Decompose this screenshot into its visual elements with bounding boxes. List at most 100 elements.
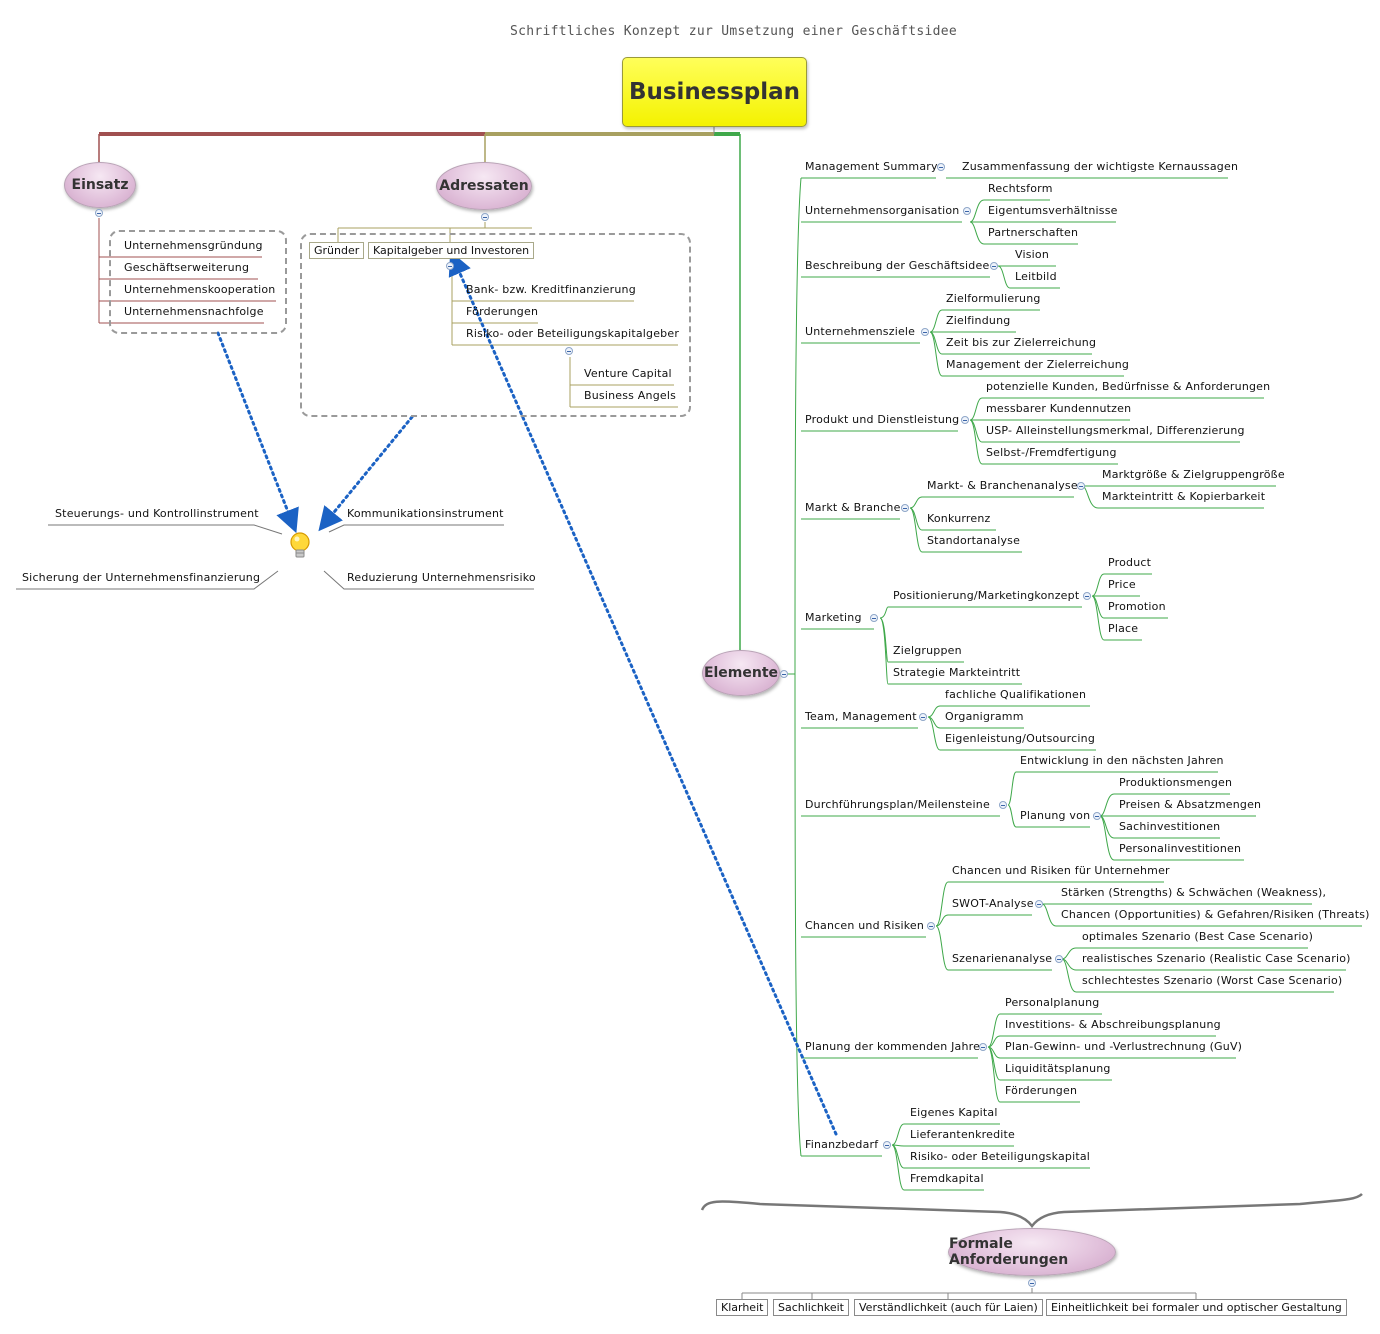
element-sub[interactable]: Risiko- oder Beteiligungskapital	[910, 1150, 1091, 1163]
collapse-icon[interactable]	[927, 922, 935, 930]
element-sub[interactable]: Eigentumsverhältnisse	[988, 204, 1118, 217]
collapse-icon[interactable]	[979, 1043, 987, 1051]
collapse-icon[interactable]	[95, 209, 103, 217]
element-sub[interactable]: Preisen & Absatzmengen	[1119, 798, 1262, 811]
collapse-icon[interactable]	[901, 504, 909, 512]
element-sub[interactable]: Personalplanung	[1005, 996, 1100, 1009]
element-sub[interactable]: fachliche Qualifikationen	[945, 688, 1087, 701]
element-sub[interactable]: Entwicklung in den nächsten Jahren	[1020, 754, 1224, 767]
collapse-icon[interactable]	[1035, 900, 1043, 908]
element-sub[interactable]: Promotion	[1108, 600, 1166, 613]
element-sub[interactable]: Liquiditätsplanung	[1005, 1062, 1111, 1075]
element-sub[interactable]: Selbst-/Fremdfertigung	[986, 446, 1117, 459]
adressaten-item[interactable]: Förderungen	[466, 305, 539, 318]
element-sub[interactable]: Leitbild	[1015, 270, 1057, 283]
element-sub[interactable]: Product	[1108, 556, 1152, 569]
element-sub[interactable]: Förderungen	[1005, 1084, 1078, 1097]
element-markt[interactable]: Markt & Branche	[805, 501, 901, 514]
element-sub[interactable]: Standortanalyse	[927, 534, 1021, 547]
collapse-icon[interactable]	[1093, 812, 1101, 820]
collapse-icon[interactable]	[870, 614, 878, 622]
element-sub[interactable]: Zielgruppen	[893, 644, 962, 657]
element-sub[interactable]: Chancen und Risiken für Unternehmer	[952, 864, 1170, 877]
element-produkt[interactable]: Produkt und Dienstleistung	[805, 413, 960, 426]
element-management-summary[interactable]: Management Summary	[805, 160, 938, 173]
element-sub[interactable]: Eigenes Kapital	[910, 1106, 998, 1119]
element-sub[interactable]: Organigramm	[945, 710, 1024, 723]
node-formale-anforderungen[interactable]: Formale Anforderungen	[948, 1228, 1116, 1276]
element-sub[interactable]: Markteintritt & Kopierbarkeit	[1102, 490, 1266, 503]
element-chancen[interactable]: Chancen und Risiken	[805, 919, 925, 932]
element-sub[interactable]: Zielfindung	[946, 314, 1011, 327]
element-sub[interactable]: realistisches Szenario (Realistic Case S…	[1082, 952, 1351, 965]
element-sub[interactable]: Partnerschaften	[988, 226, 1079, 239]
element-sub[interactable]: Personalinvestitionen	[1119, 842, 1242, 855]
element-sub[interactable]: potenzielle Kunden, Bedürfnisse & Anford…	[986, 380, 1271, 393]
element-sub[interactable]: USP- Alleinstellungsmerkmal, Differenzie…	[986, 424, 1245, 437]
formal-item[interactable]: Klarheit	[716, 1299, 769, 1316]
element-marketing[interactable]: Marketing	[805, 611, 862, 624]
element-unternehmensziele[interactable]: Unternehmensziele	[805, 325, 916, 338]
element-sub[interactable]: Zielformulierung	[946, 292, 1041, 305]
element-sub[interactable]: schlechtestes Szenario (Worst Case Scena…	[1082, 974, 1343, 987]
einsatz-item[interactable]: Geschäftserweiterung	[124, 261, 250, 274]
element-sub[interactable]: Investitions- & Abschreibungsplanung	[1005, 1018, 1221, 1031]
element-sub[interactable]: Produktionsmengen	[1119, 776, 1233, 789]
element-sub[interactable]: Zusammenfassung der wichtigste Kernaussa…	[962, 160, 1239, 173]
element-sub[interactable]: Price	[1108, 578, 1136, 591]
adressaten-item[interactable]: Bank- bzw. Kreditfinanzierung	[466, 283, 636, 296]
element-sub[interactable]: Stärken (Strengths) & Schwächen (Weaknes…	[1061, 886, 1327, 899]
collapse-icon[interactable]	[921, 328, 929, 336]
element-sub[interactable]: SWOT-Analyse	[952, 897, 1034, 910]
element-sub[interactable]: Plan-Gewinn- und -Verlustrechnung (GuV)	[1005, 1040, 1243, 1053]
collapse-icon[interactable]	[1083, 592, 1091, 600]
element-sub[interactable]: Vision	[1015, 248, 1050, 261]
element-sub[interactable]: Eigenleistung/Outsourcing	[945, 732, 1095, 745]
element-durchfuehrung[interactable]: Durchführungsplan/Meilensteine	[805, 798, 990, 811]
formal-item[interactable]: Einheitlichkeit bei formaler und optisch…	[1046, 1299, 1347, 1316]
element-team[interactable]: Team, Management	[805, 710, 917, 723]
formal-item[interactable]: Verständlichkeit (auch für Laien)	[854, 1299, 1043, 1316]
element-sub[interactable]: Sachinvestitionen	[1119, 820, 1221, 833]
collapse-icon[interactable]	[883, 1141, 891, 1149]
node-gruender[interactable]: Gründer	[309, 242, 365, 259]
einsatz-item[interactable]: Unternehmensnachfolge	[124, 305, 264, 318]
collapse-icon[interactable]	[937, 163, 945, 171]
element-sub[interactable]: Management der Zielerreichung	[946, 358, 1130, 371]
element-sub[interactable]: Lieferantenkredite	[910, 1128, 1016, 1141]
collapse-icon[interactable]	[961, 416, 969, 424]
node-einsatz[interactable]: Einsatz	[64, 162, 136, 208]
collapse-icon[interactable]	[919, 713, 927, 721]
element-planung[interactable]: Planung der kommenden Jahre	[805, 1040, 981, 1053]
root-node[interactable]: Businessplan	[622, 57, 807, 127]
element-sub[interactable]: Zeit bis zur Zielerreichung	[946, 336, 1097, 349]
collapse-icon[interactable]	[446, 262, 454, 270]
element-sub[interactable]: Markt- & Branchenanalyse	[927, 479, 1078, 492]
collapse-icon[interactable]	[990, 262, 998, 270]
element-geschaeftsidee[interactable]: Beschreibung der Geschäftsidee	[805, 259, 990, 272]
collapse-icon[interactable]	[565, 347, 573, 355]
element-sub[interactable]: Marktgröße & Zielgruppengröße	[1102, 468, 1285, 481]
collapse-icon[interactable]	[1055, 955, 1063, 963]
element-sub[interactable]: Chancen (Opportunities) & Gefahren/Risik…	[1061, 908, 1370, 921]
adressaten-sub[interactable]: Venture Capital	[584, 367, 672, 380]
adressaten-item[interactable]: Risiko- oder Beteiligungskapitalgeber	[466, 327, 680, 340]
node-kapitalgeber[interactable]: Kapitalgeber und Investoren	[368, 242, 535, 259]
element-sub[interactable]: messbarer Kundennutzen	[986, 402, 1132, 415]
element-sub[interactable]: Planung von	[1020, 809, 1091, 822]
collapse-icon[interactable]	[963, 207, 971, 215]
element-sub[interactable]: Szenarienanalyse	[952, 952, 1053, 965]
element-sub[interactable]: Strategie Markteintritt	[893, 666, 1021, 679]
collapse-icon[interactable]	[1077, 482, 1085, 490]
element-sub[interactable]: Rechtsform	[988, 182, 1053, 195]
collapse-icon[interactable]	[999, 801, 1007, 809]
element-unternehmensorganisation[interactable]: Unternehmensorganisation	[805, 204, 960, 217]
element-sub[interactable]: Place	[1108, 622, 1139, 635]
element-sub[interactable]: optimales Szenario (Best Case Scenario)	[1082, 930, 1314, 943]
einsatz-item[interactable]: Unternehmensgründung	[124, 239, 263, 252]
adressaten-sub[interactable]: Business Angels	[584, 389, 677, 402]
collapse-icon[interactable]	[481, 213, 489, 221]
einsatz-item[interactable]: Unternehmenskooperation	[124, 283, 276, 296]
element-sub[interactable]: Fremdkapital	[910, 1172, 984, 1185]
node-adressaten[interactable]: Adressaten	[436, 162, 532, 210]
